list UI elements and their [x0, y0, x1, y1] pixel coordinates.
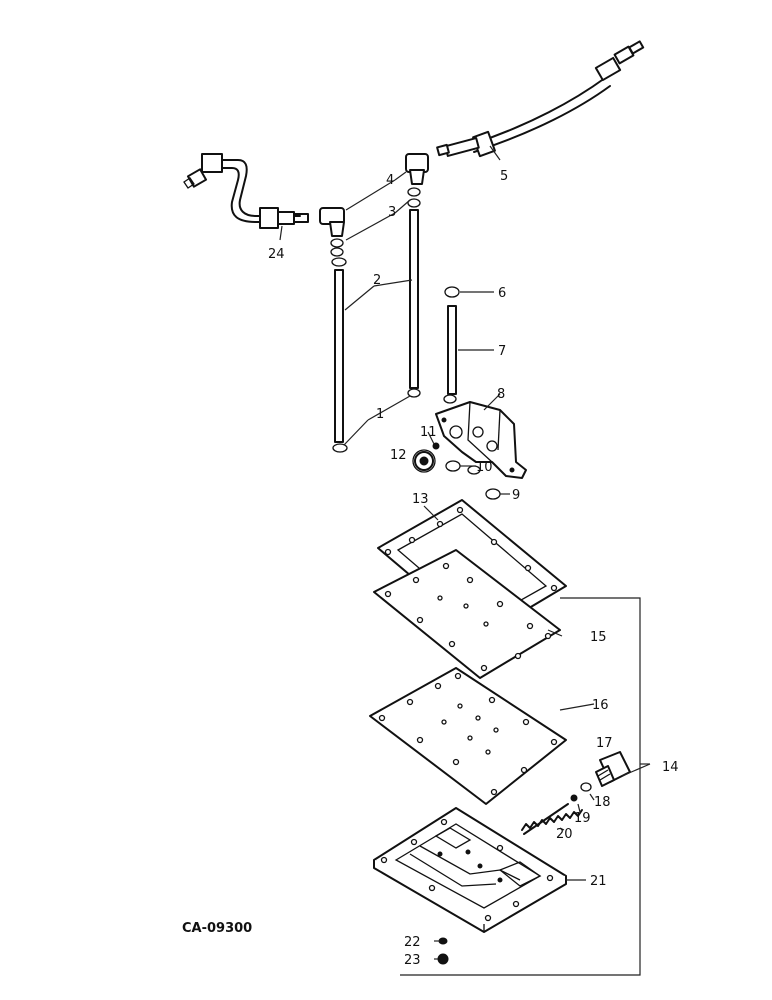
part-8-pump-housing [435, 401, 527, 479]
label-12: 12 [390, 448, 407, 463]
label-23: 23 [404, 953, 421, 968]
part-12-gear [412, 449, 436, 473]
label-11: 11 [420, 425, 437, 440]
label-3: 3 [388, 205, 396, 220]
label-14: 14 [662, 760, 679, 775]
part-17-plug [595, 751, 631, 787]
part-16-valve-plate [369, 667, 567, 805]
label-8: 8 [497, 387, 505, 402]
part-20-spring [521, 803, 583, 835]
label-18: 18 [594, 795, 611, 810]
label-20: 20 [556, 827, 573, 842]
o-rings [330, 187, 501, 500]
label-1: 1 [376, 407, 384, 422]
part-7-tube [447, 305, 457, 395]
part-11-pin [432, 442, 440, 450]
label-7: 7 [498, 344, 506, 359]
label-15: 15 [590, 630, 607, 645]
part-2-tubes [334, 209, 419, 443]
label-17: 17 [596, 736, 613, 751]
leader-lines [279, 145, 651, 976]
part-4-elbow-fittings [319, 153, 429, 237]
label-24: 24 [268, 247, 285, 262]
label-16: 16 [592, 698, 609, 713]
drawing-code: CA-09300 [182, 921, 252, 936]
label-10: 10 [476, 460, 493, 475]
part-15-separator-plate [373, 549, 561, 679]
label-6: 6 [498, 286, 506, 301]
label-9: 9 [512, 488, 520, 503]
label-19: 19 [574, 811, 591, 826]
part-24-pipe-assembly [183, 153, 309, 229]
label-5: 5 [500, 169, 508, 184]
label-22: 22 [404, 935, 421, 950]
label-13: 13 [412, 492, 429, 507]
part-23-plug [437, 953, 449, 965]
label-2: 2 [373, 273, 381, 288]
part-18-washer [580, 782, 592, 792]
part-labels: 1 2 3 4 5 6 7 8 9 10 11 12 13 14 15 16 1… [182, 169, 679, 968]
part-19-ball [570, 794, 578, 802]
part-21-valve-body [373, 807, 567, 933]
label-21: 21 [590, 874, 607, 889]
part-5-hose-assembly [436, 40, 645, 158]
label-4: 4 [386, 173, 394, 188]
part-22-plug [438, 937, 448, 945]
